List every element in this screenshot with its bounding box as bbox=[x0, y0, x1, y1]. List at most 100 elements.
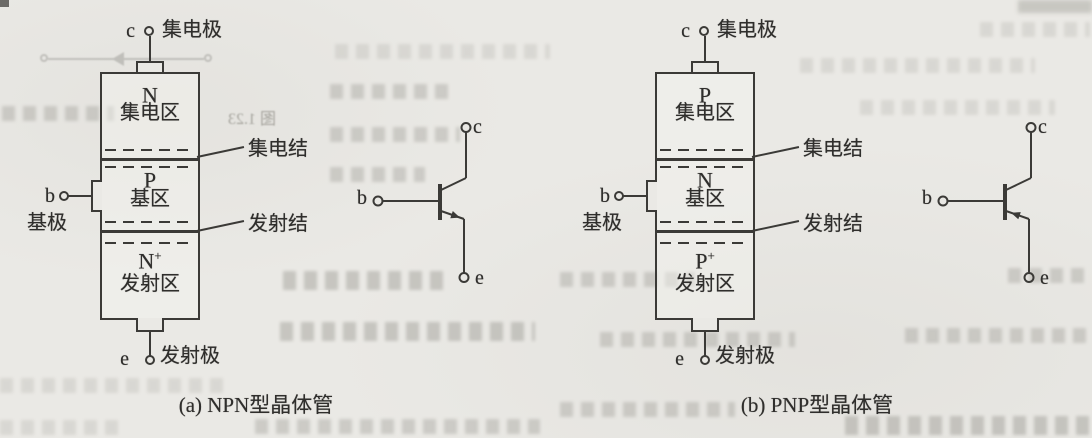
region-base-name: 基区 bbox=[685, 188, 725, 210]
bleed-row bbox=[560, 402, 735, 417]
emitter-terminal-label: 发射极 bbox=[715, 345, 775, 367]
emitter-junction-leader bbox=[196, 220, 245, 232]
region-base-name: 基区 bbox=[130, 188, 170, 210]
scan-smudge bbox=[1018, 0, 1092, 13]
collector-junction-line bbox=[101, 158, 199, 161]
base-wire bbox=[623, 195, 646, 197]
emitter-terminal-label: 发射极 bbox=[160, 345, 220, 367]
region-collector-name: 集电区 bbox=[675, 102, 735, 124]
bleed-row bbox=[905, 328, 1090, 343]
depletion-dash bbox=[105, 242, 195, 244]
collector-junction-label: 集电结 bbox=[248, 138, 308, 160]
collector-terminal-letter: c bbox=[681, 20, 690, 42]
bleed-row bbox=[335, 44, 550, 59]
base-terminal-letter: b bbox=[45, 185, 55, 207]
symbol-base-letter: b bbox=[922, 187, 932, 209]
collector-junction-leader bbox=[751, 146, 800, 158]
bleed-row bbox=[283, 271, 443, 290]
bleed-row bbox=[600, 332, 795, 347]
symbol-base-letter: b bbox=[357, 187, 367, 209]
emitter-terminal-letter: e bbox=[675, 348, 684, 370]
region-collector-doping: N bbox=[142, 82, 158, 108]
emitter-wire bbox=[704, 332, 706, 356]
bleed-row bbox=[255, 419, 540, 434]
bleed-row bbox=[860, 100, 1055, 115]
region-emitter-doping: P+ bbox=[695, 248, 715, 274]
figure-panel-pnp: c 集电极 P 集电区 N 基区 P+ 发射区 集电结 发射结 b 基极 bbox=[555, 0, 1092, 438]
symbol-collector-node-icon bbox=[460, 122, 472, 133]
depletion-dash bbox=[105, 149, 195, 151]
collector-junction-label: 集电结 bbox=[803, 138, 863, 160]
bleed-circuit-artifact bbox=[40, 50, 212, 68]
bleed-row bbox=[330, 167, 425, 182]
symbol-emitter-letter: e bbox=[475, 267, 484, 289]
symbol-base-node-icon bbox=[937, 195, 949, 207]
bleed-row bbox=[845, 416, 1090, 435]
collector-terminal-node-icon bbox=[144, 26, 154, 36]
scan-corner-mark bbox=[0, 0, 9, 7]
symbol-base-node-icon bbox=[372, 195, 384, 207]
emitter-wire bbox=[149, 332, 151, 356]
emitter-junction-leader bbox=[751, 220, 800, 232]
base-terminal-label: 基极 bbox=[27, 212, 67, 234]
bleed-row bbox=[980, 22, 1090, 37]
symbol-collector-letter: c bbox=[1038, 116, 1047, 138]
depletion-dash bbox=[660, 221, 750, 223]
bleed-row bbox=[330, 127, 460, 142]
bleed-row bbox=[560, 272, 695, 287]
collector-contact-tab bbox=[691, 61, 719, 74]
symbol-emitter-node-icon bbox=[458, 272, 470, 283]
region-collector-doping: P bbox=[698, 82, 712, 108]
region-base-doping: N bbox=[697, 167, 713, 193]
pnp-transistor-symbol-icon bbox=[937, 122, 1037, 283]
bleed-row bbox=[0, 378, 225, 393]
base-contact-tab bbox=[91, 180, 102, 212]
collector-terminal-node-icon bbox=[699, 26, 709, 36]
figure-panel-npn: c 集电极 N 集电区 P 基区 N+ 发射区 集电结 发射结 b 基极 bbox=[27, 19, 484, 418]
panel-caption: (a) NPN型晶体管 bbox=[178, 393, 334, 417]
emitter-terminal-node-icon bbox=[700, 355, 710, 365]
collector-terminal-label: 集电极 bbox=[717, 19, 777, 41]
collector-terminal-letter: c bbox=[126, 20, 135, 42]
emitter-arrow-out-icon bbox=[450, 211, 460, 219]
emitter-contact-tab bbox=[691, 318, 719, 332]
base-terminal-node-icon bbox=[614, 191, 624, 201]
collector-wire bbox=[704, 36, 706, 61]
depletion-dash bbox=[105, 221, 195, 223]
symbol-collector-node-icon bbox=[1025, 122, 1037, 133]
panel-caption: (b) PNP型晶体管 bbox=[740, 393, 894, 417]
depletion-dash bbox=[660, 149, 750, 151]
emitter-contact-tab bbox=[136, 318, 164, 332]
region-emitter-doping: N+ bbox=[138, 248, 162, 274]
region-emitter-name: 发射区 bbox=[675, 273, 735, 295]
emitter-arrow-in-icon bbox=[1011, 212, 1021, 220]
collector-junction-leader bbox=[196, 146, 245, 158]
bleed-row bbox=[280, 322, 535, 341]
base-terminal-node-icon bbox=[59, 191, 69, 201]
bleed-row bbox=[0, 420, 125, 435]
collector-terminal-label: 集电极 bbox=[162, 19, 222, 41]
depletion-dash bbox=[105, 166, 195, 168]
npn-transistor-symbol-icon bbox=[372, 122, 472, 283]
base-wire bbox=[68, 195, 91, 197]
symbol-emitter-node-icon bbox=[1023, 272, 1035, 283]
bleed-row bbox=[800, 58, 1035, 73]
base-terminal-letter: b bbox=[600, 185, 610, 207]
structure-block bbox=[655, 72, 755, 320]
collector-junction-line bbox=[656, 158, 754, 161]
emitter-junction-label: 发射结 bbox=[248, 213, 308, 235]
region-emitter-name: 发射区 bbox=[120, 273, 180, 295]
base-contact-tab bbox=[646, 180, 657, 212]
collector-wire bbox=[149, 36, 151, 61]
emitter-junction-label: 发射结 bbox=[803, 213, 863, 235]
symbol-collector-letter: c bbox=[473, 116, 482, 138]
symbol-emitter-letter: e bbox=[1040, 267, 1049, 289]
bleed-row bbox=[2, 106, 114, 121]
depletion-dash bbox=[660, 166, 750, 168]
depletion-dash bbox=[660, 242, 750, 244]
emitter-junction-line bbox=[101, 230, 199, 233]
emitter-junction-line bbox=[656, 230, 754, 233]
region-base-doping: P bbox=[143, 167, 157, 193]
bleed-row bbox=[330, 84, 455, 99]
